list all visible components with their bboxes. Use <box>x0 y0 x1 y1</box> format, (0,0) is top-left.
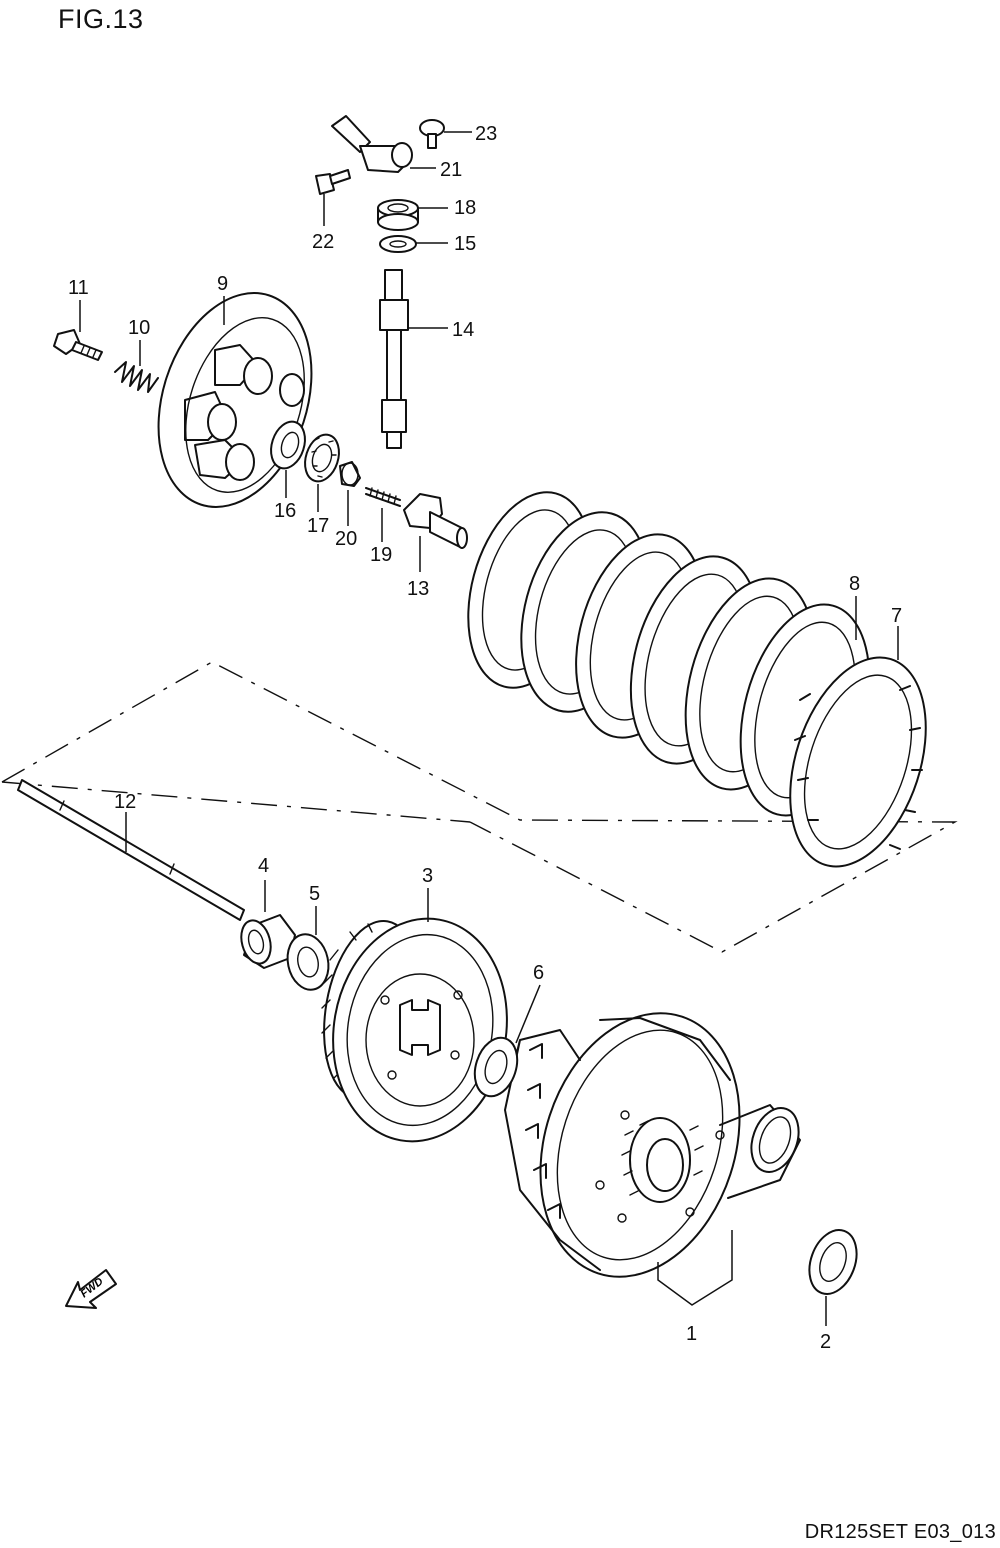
part-screw-23 <box>419 119 472 149</box>
part-collar <box>339 461 361 526</box>
assembly-frame <box>1 661 958 953</box>
part-washer-6 <box>473 984 541 1098</box>
part-release-shaft <box>379 269 448 449</box>
callout-12: 12 <box>114 791 136 813</box>
callout-17: 17 <box>307 515 329 537</box>
callout-10: 10 <box>128 317 150 339</box>
callout-5: 5 <box>309 883 320 905</box>
callout-18: 18 <box>454 197 476 219</box>
part-clutch-spring <box>114 340 159 393</box>
callout-8: 8 <box>849 573 860 595</box>
part-release-lifter <box>403 493 468 572</box>
callout-7: 7 <box>891 605 902 627</box>
figure-title: FIG.13 <box>58 4 144 34</box>
callout-3: 3 <box>422 865 433 887</box>
callout-21: 21 <box>440 159 462 181</box>
callout-1: 1 <box>686 1323 697 1345</box>
part-bearing <box>304 433 340 512</box>
part-washer-16 <box>270 420 306 498</box>
callout-22: 22 <box>312 231 334 253</box>
callout-6: 6 <box>533 962 544 984</box>
callout-13: 13 <box>407 578 429 600</box>
callout-2: 2 <box>820 1331 831 1353</box>
callout-labels: 1 2 3 4 5 6 7 8 9 10 11 12 13 14 15 16 1… <box>68 123 902 1353</box>
part-bolt-11 <box>53 300 103 361</box>
part-clutch-housing <box>504 1012 801 1306</box>
part-thrust-washer-2 <box>808 1229 858 1326</box>
part-primary-driven-gear <box>321 888 508 1143</box>
callout-16: 16 <box>274 500 296 522</box>
part-clutch-plate-stack <box>467 491 927 868</box>
part-pressure-plate <box>157 292 313 508</box>
callout-19: 19 <box>370 544 392 566</box>
part-adjuster-screw <box>365 487 401 542</box>
callout-14: 14 <box>452 319 474 341</box>
fwd-arrow-icon: FWD <box>65 1269 117 1309</box>
part-bolt-22 <box>315 169 351 226</box>
part-push-rod <box>17 779 245 921</box>
part-spacer-bushing <box>240 880 296 969</box>
callout-4: 4 <box>258 855 269 877</box>
callout-11: 11 <box>68 277 89 299</box>
callout-9: 9 <box>217 273 228 295</box>
diagram-code: DR125SET E03_013 <box>804 1521 996 1543</box>
part-washer-5 <box>286 906 330 991</box>
callout-23: 23 <box>475 123 497 145</box>
part-washer-15 <box>379 235 448 253</box>
callout-20: 20 <box>335 528 357 550</box>
part-oil-seal <box>377 199 448 231</box>
part-release-arm <box>331 115 436 173</box>
callout-15: 15 <box>454 233 476 255</box>
